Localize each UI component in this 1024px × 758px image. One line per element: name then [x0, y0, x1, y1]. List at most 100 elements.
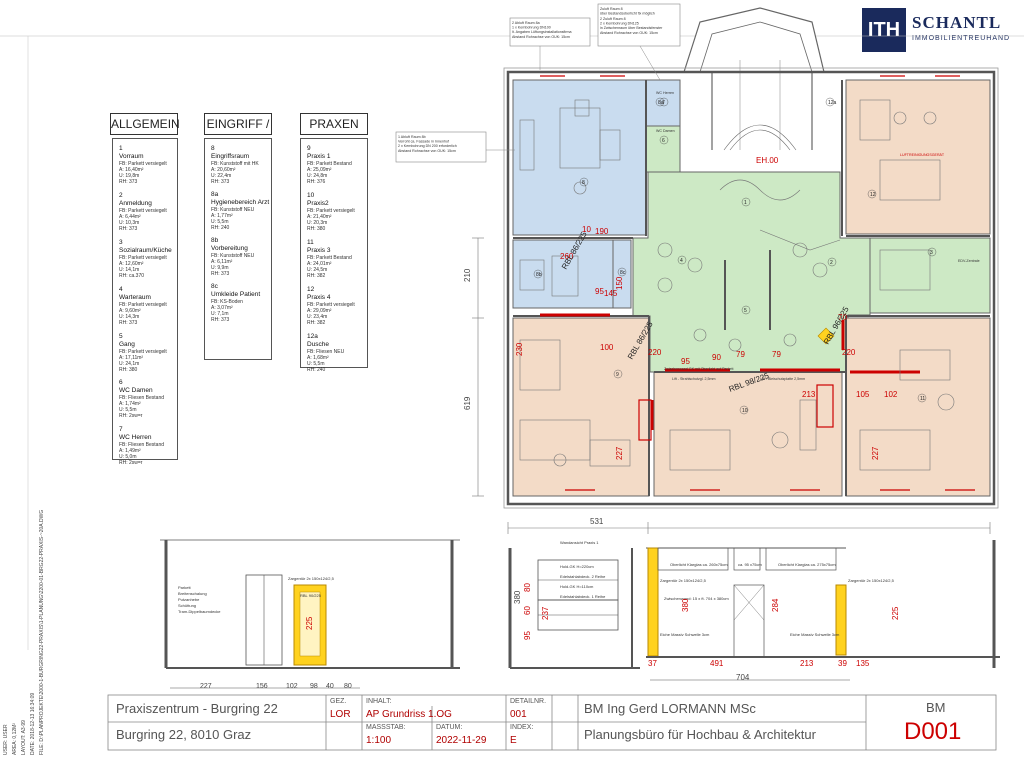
room-number-circle: [741, 305, 751, 315]
dim-bottom: 531: [590, 517, 604, 526]
legend-entry-line: A: 6,44m²: [119, 214, 141, 220]
legend-entry-line: A: 1,49m²: [119, 448, 141, 454]
elevation-middle: [508, 548, 640, 669]
plan-dimension-label: 213: [802, 390, 816, 399]
legend-entry-line: FB: Parkett versiegelt: [307, 302, 355, 308]
file-meta-line: AREA: 0,12M²: [12, 723, 18, 755]
legend-entry-line: RH: 373: [119, 320, 138, 326]
legend-header-praxen: PRAXEN: [300, 113, 368, 135]
plan-note: Abstand Rohrachse von OUK: 15cm: [398, 149, 456, 153]
plan-dimension-label: 95: [681, 357, 690, 366]
legend-entry-line: FB: Parkett versiegelt: [119, 208, 167, 214]
dim-left-total: 619: [463, 396, 472, 410]
elevation-dim: 491: [710, 659, 724, 668]
room-text: EDV-Zentrale: [958, 259, 980, 263]
room-number-circle: [677, 255, 687, 265]
elevation-dim: 60: [523, 606, 532, 615]
legend-entry-title: 6 WC Damen: [119, 379, 153, 394]
elevation-dim: 237: [541, 606, 550, 620]
architect-office: Planungsbüro für Hochbau & Architektur: [584, 727, 816, 742]
legend-entry-line: FB: Parkett versiegelt: [119, 349, 167, 355]
room-number: 8c: [620, 270, 626, 276]
legend-entry-line: A: 24,01m²: [307, 261, 332, 267]
legend-entry-line: FB: Fliesen Bestand: [119, 395, 165, 401]
plan-note: in Zwischenraum über Bestandsfenster: [600, 26, 663, 30]
legend-entry-line: A: 9,60m²: [119, 308, 141, 314]
massstab-value: 1:100: [366, 735, 392, 746]
room-text: Lift - Strahlschutzgl. 2,5mm: [672, 377, 716, 381]
room-number: 12a: [828, 100, 837, 106]
room-number: 6: [662, 138, 665, 144]
plan-note: 2 x Kernbohrung DN 200 erforderlich: [398, 144, 457, 148]
massstab-label: MASSSTAB:: [366, 724, 406, 731]
legend-entry-line: RH: 382: [307, 320, 326, 326]
room-number: 8b: [536, 272, 542, 278]
plan-note: 2 Abluft Raum 8a: [512, 21, 540, 25]
room-number: 12: [870, 192, 876, 198]
room-number-circle: [617, 267, 627, 277]
elevation-dim: 37: [648, 659, 657, 668]
bm-label: BM: [926, 700, 946, 715]
elevation-title: Wandansicht Praxis 1: [560, 540, 599, 545]
room-number: 4: [680, 258, 683, 264]
elevation-dim: 135: [856, 659, 870, 668]
legend-entry-title: 2 Anmeldung: [119, 192, 152, 207]
plan-dimension-label: 230: [515, 342, 524, 356]
index-value: E: [510, 735, 517, 746]
yellow-marker-icon: [817, 327, 835, 345]
plan-dimension-label: 70: [838, 313, 847, 322]
legend-entry-line: A: 1,68m²: [307, 355, 329, 361]
legend-entry-title: 3 Sozialraum/Küche: [119, 239, 172, 254]
legend-entry-line: A: 29,09m²: [307, 308, 332, 314]
room-number: 5: [744, 308, 747, 314]
inhalt-label: INHALT:: [366, 698, 392, 705]
room-text: LUFTREINIGUNGSGERÄT: [900, 153, 945, 157]
elevation-dim: 284: [771, 598, 780, 612]
legend-entry-line: FB: Fliesen Bestand: [119, 442, 165, 448]
room-text: WC Herren: [656, 91, 674, 95]
plan-dimension-label: 220: [842, 348, 856, 357]
legend-entry-title: 5 Gang: [119, 333, 135, 348]
legend-entry-line: RH: ca.370: [119, 273, 145, 279]
room-text: Lift - Bleischutzplatte 2,5mm: [760, 377, 805, 381]
legend-entry-title: 12 Praxis 4: [307, 286, 331, 301]
legend-entry-line: U: 9,9m: [211, 265, 229, 271]
plan-dimension-label: 10: [582, 225, 591, 234]
room-number-circle: [917, 393, 927, 403]
legend-entry-line: A: 12,60m²: [119, 261, 144, 267]
room-number-circle: [613, 369, 623, 379]
legend-entry-title: 1 Vorraum: [119, 145, 144, 160]
brand-sub: IMMOBILIENTREUHAND: [912, 35, 1011, 42]
elevation-note: Putzanhebe: [178, 597, 200, 602]
room-text: Zwischenwand GK mit Oberlicht auf Parket…: [664, 367, 734, 371]
legend-entry-line: RH: 380: [307, 226, 326, 232]
plan-dimension-label: 150: [615, 276, 624, 290]
room-number: 3: [930, 250, 933, 256]
elevation-dim: 225: [891, 606, 900, 620]
elevation-note: Edelstahlabdeck. 1 Reihe: [560, 594, 606, 599]
plan-dimension-label: 227: [871, 446, 880, 460]
legend-entry-line: U: 14,1m: [119, 267, 140, 273]
legend-entry-line: FB: Parkett versiegelt: [119, 302, 167, 308]
elevation-note: Eiche Massiv Schwelle 3cm: [790, 632, 840, 637]
detail-value: 001: [510, 709, 527, 720]
plan-dimension-label: 100: [600, 343, 614, 352]
room-number-circle: [533, 269, 543, 279]
schantl-logo: ITH SCHANTL IMMOBILIENTREUHAND: [862, 8, 1016, 52]
legend-entry-line: RH: 382: [307, 273, 326, 279]
datum-value: 2022-11-29: [436, 735, 487, 746]
detail-label: DETAILNR.: [510, 698, 547, 705]
elevation-dim: 80: [523, 583, 532, 592]
plan-dimension-label: 102: [884, 390, 898, 399]
room-number: 7: [662, 100, 665, 106]
